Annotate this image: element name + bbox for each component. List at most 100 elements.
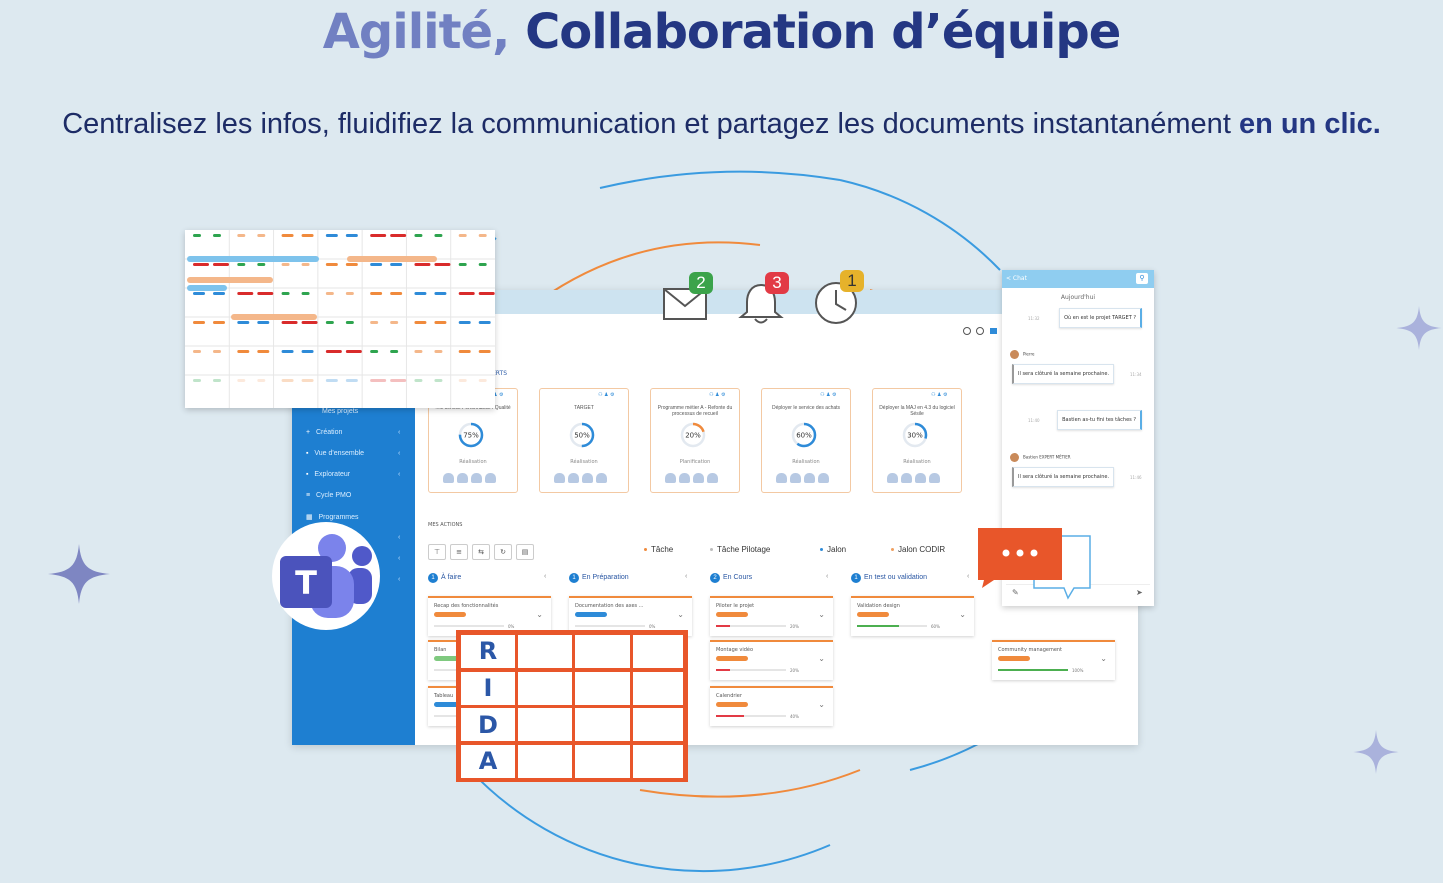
column-label: En test ou validation [864, 574, 928, 581]
project-card-icons: ⚇ ♟ ⚙ [931, 392, 948, 398]
calendar-event [414, 234, 423, 237]
sidebar-chevron[interactable]: ‹ [398, 555, 401, 562]
calendar-event [237, 379, 246, 382]
project-card-title: Déployer le service des achats [771, 405, 841, 411]
progress-ring: 20% [680, 422, 706, 448]
chevron-down-icon[interactable]: ⌄ [818, 700, 825, 709]
legend-label: Tâche [651, 545, 674, 554]
calendar-event [458, 379, 467, 382]
actions-label: MES ACTIONS [428, 522, 463, 528]
calendar-event [257, 263, 266, 266]
sidebar-chevron[interactable]: ‹ [398, 576, 401, 583]
envelope-icon[interactable] [662, 286, 710, 322]
avatar [443, 473, 454, 483]
send-icon[interactable]: ➤ [1136, 588, 1143, 597]
task-progress-fill [857, 625, 899, 627]
progress-ring: 75% [458, 422, 484, 448]
search-icon[interactable]: ⚲ [1136, 273, 1148, 284]
swap-icon[interactable]: ⇆ [472, 544, 490, 560]
sidebar-item-programmes[interactable]: ▦ Programmes [306, 513, 359, 521]
rida-letter-d: D [478, 711, 498, 739]
calendar-event [345, 263, 358, 266]
sidebar-item-mes-projets[interactable]: Mes projets [322, 408, 358, 415]
calendar-event [257, 321, 270, 324]
avatar-group [887, 473, 947, 483]
task-name: Validation design [857, 603, 900, 609]
document-icon[interactable]: ▤ [516, 544, 534, 560]
task-tag [857, 612, 889, 617]
project-card[interactable]: ⚇ ♟ ⚙Déployer la MAJ en 4.3 du logiciel … [872, 388, 962, 493]
chevron-left-icon[interactable]: ‹ [398, 429, 401, 436]
chevron-left-icon[interactable]: ‹ [544, 573, 547, 580]
sidebar-item-cycle-pmo[interactable]: ≡ Cycle PMO [306, 492, 351, 499]
file-icon: ▪ [306, 471, 309, 478]
chat-bubble-icon [978, 528, 1091, 600]
calendar-event [281, 321, 298, 324]
calendar-event [213, 234, 221, 237]
calendar-event [390, 292, 403, 295]
project-card-icons: ⚇ ♟ ⚙ [487, 392, 504, 398]
task-card[interactable]: Documentation des axes ...0%⌄ [569, 596, 692, 636]
calendar-event [370, 321, 379, 324]
sidebar-item-vue-ensemble[interactable]: ▪ Vue d'ensemble‹ [306, 450, 400, 457]
list-icon[interactable]: ≡ [450, 544, 468, 560]
calendar-event [345, 234, 358, 237]
rida-cell [459, 742, 517, 780]
calendar-event [434, 321, 447, 324]
calendar-event [281, 379, 294, 382]
sidebar-item-explorateur[interactable]: ▪ Explorateur‹ [306, 471, 400, 478]
sidebar-chevron[interactable]: ‹ [398, 534, 401, 541]
edit-icon[interactable]: ✎ [1012, 588, 1019, 597]
calendar-event [257, 292, 274, 295]
chevron-down-icon[interactable]: ⌄ [818, 654, 825, 663]
rida-cell [516, 669, 574, 707]
calendar-event [478, 263, 487, 266]
avatar [818, 473, 829, 483]
chat-title[interactable]: < Chat [1006, 275, 1027, 282]
avatar [485, 473, 496, 483]
chevron-left-icon[interactable]: ‹ [685, 573, 688, 580]
chevron-left-icon[interactable]: ‹ [398, 471, 401, 478]
calendar-event [213, 292, 225, 295]
calendar-event [458, 321, 471, 324]
subtitle-emphasis: en un clic. [1238, 108, 1381, 140]
task-progress-label: 20% [790, 624, 799, 629]
clock-icon[interactable] [813, 280, 859, 326]
chevron-down-icon[interactable]: ⌄ [536, 610, 543, 619]
chevron-down-icon[interactable]: ⌄ [1100, 654, 1107, 663]
calendar-event [390, 321, 399, 324]
calendar-event [301, 321, 318, 324]
chevron-left-icon[interactable]: ‹ [826, 573, 829, 580]
chevron-down-icon[interactable]: ⌄ [959, 610, 966, 619]
project-phase: Réalisation [570, 459, 598, 465]
refresh-icon[interactable]: ↻ [494, 544, 512, 560]
task-progress-fill [716, 669, 730, 671]
project-card[interactable]: ⚇ ♟ ⚙Programme métier A - Refonte du pro… [650, 388, 740, 493]
calendar-event [458, 234, 467, 237]
chevron-down-icon[interactable]: ⌄ [677, 610, 684, 619]
add-filter-icon[interactable]: ⊤ [428, 544, 446, 560]
chat-author: Bastien EXPERT MÉTIER [1010, 453, 1071, 462]
calendar-event [237, 234, 246, 237]
calendar-event [193, 379, 201, 382]
avatar [665, 473, 676, 483]
chevron-left-icon[interactable]: ‹ [398, 450, 401, 457]
avatar [554, 473, 565, 483]
chevron-down-icon[interactable]: ⌄ [818, 610, 825, 619]
chevron-left-icon[interactable]: ‹ [967, 573, 970, 580]
calendar-event [370, 263, 383, 266]
calendar-event [213, 321, 225, 324]
sidebar-item-creation[interactable]: + Création‹ [306, 429, 400, 436]
